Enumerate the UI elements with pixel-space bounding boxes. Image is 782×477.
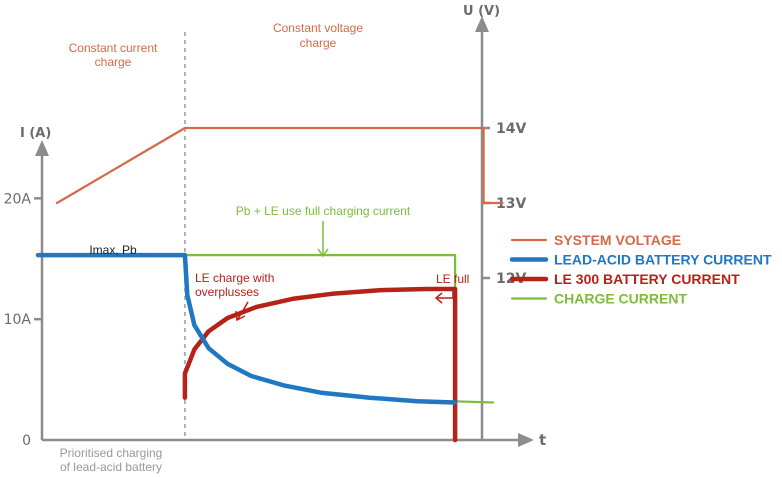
le-charge-annotation-line1: LE charge with bbox=[195, 271, 274, 285]
cv-annotation-line1: Constant voltage bbox=[273, 21, 363, 35]
annotations: Constant current charge Constant voltage… bbox=[60, 21, 470, 474]
lead-acid-current-line bbox=[35, 252, 458, 405]
system-voltage-line bbox=[55, 126, 504, 205]
current-ticks: 0 10A 20A bbox=[4, 191, 42, 449]
voltage-tick-label: 14V bbox=[496, 121, 526, 137]
le-full-annotation: LE full bbox=[436, 272, 469, 286]
voltage-tick-label: 13V bbox=[496, 196, 526, 212]
current-tick-label: 10A bbox=[4, 312, 32, 328]
axes bbox=[35, 16, 534, 447]
le-charge-arrow bbox=[235, 301, 249, 322]
cv-annotation-line2: charge bbox=[300, 36, 337, 50]
legend-label: SYSTEM VOLTAGE bbox=[554, 232, 681, 248]
legend-label: LEAD-ACID BATTERY CURRENT bbox=[554, 252, 772, 268]
prioritised-annotation-line1: Prioritised charging bbox=[60, 446, 163, 460]
voltage-axis-title: U (V) bbox=[463, 4, 500, 19]
time-axis-arrow bbox=[518, 433, 534, 447]
full-current-annotation: Pb + LE use full charging current bbox=[236, 204, 411, 218]
le300-current-line bbox=[182, 286, 458, 443]
current-tick-label: 20A bbox=[4, 191, 32, 207]
voltage-axis-arrow bbox=[475, 16, 489, 32]
cc-annotation-line2: charge bbox=[95, 55, 132, 69]
current-axis-arrow bbox=[35, 140, 49, 156]
series-layer bbox=[35, 126, 504, 443]
legend-label: CHARGE CURRENT bbox=[554, 291, 687, 307]
time-axis-title: t bbox=[539, 431, 546, 449]
cc-annotation-line1: Constant current bbox=[69, 41, 158, 55]
full-current-arrow bbox=[317, 221, 329, 258]
voltage-ticks: 12V13V14V bbox=[482, 121, 526, 287]
current-axis-title: I (A) bbox=[20, 126, 51, 141]
le-full-arrow bbox=[434, 289, 454, 304]
legend: SYSTEM VOLTAGE LEAD-ACID BATTERY CURRENT L… bbox=[509, 232, 772, 307]
le-charge-annotation-line2: overplusses bbox=[195, 285, 259, 299]
current-tick-label: 0 bbox=[22, 433, 31, 449]
imax-annotation: Imax, Pb bbox=[89, 243, 137, 257]
prioritised-annotation-line2: of lead-acid battery bbox=[60, 460, 162, 474]
legend-label: LE 300 BATTERY CURRENT bbox=[554, 271, 740, 287]
